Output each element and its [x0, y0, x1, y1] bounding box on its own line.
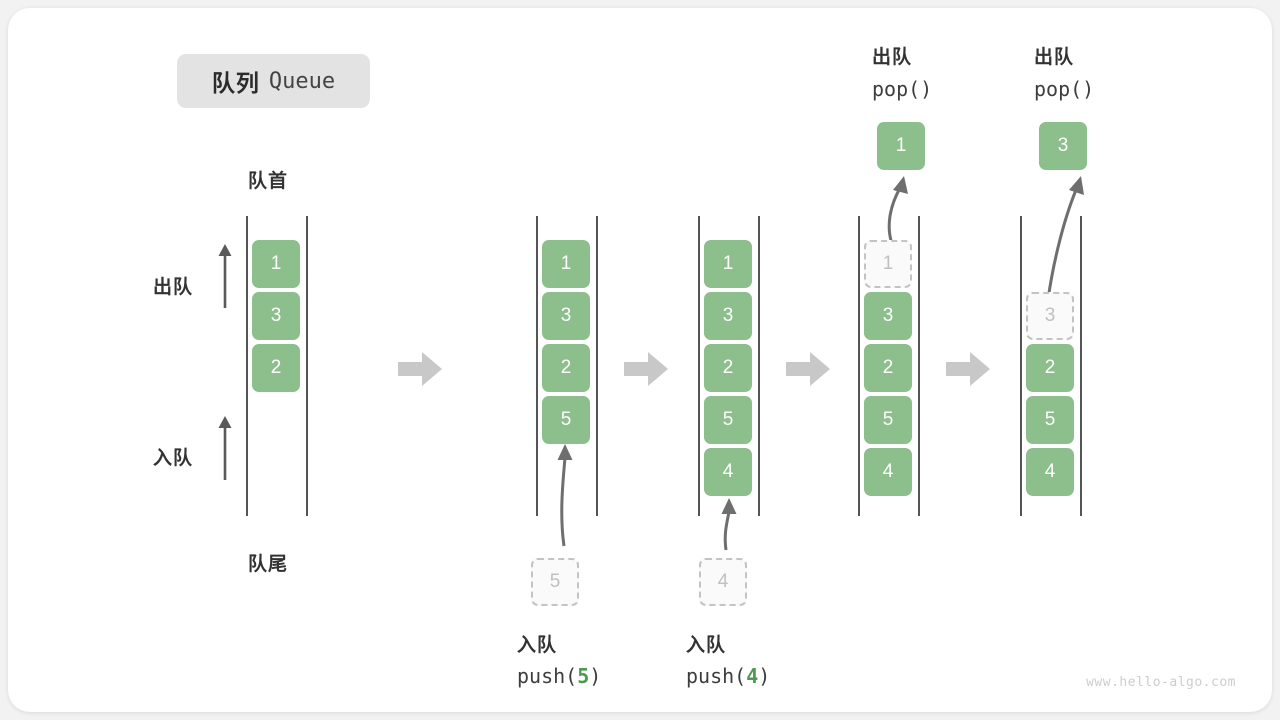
queue-element: 3 [704, 292, 752, 340]
step-arrow-icon [946, 352, 990, 386]
watermark: www.hello-algo.com [1086, 675, 1236, 690]
queue-element: 2 [864, 344, 912, 392]
queue-element: 2 [542, 344, 590, 392]
caption-push-5-cn: 入队 [517, 635, 558, 656]
label-enqueue: 入队 [153, 448, 194, 469]
rail-left [1020, 216, 1022, 516]
label-dequeue: 出队 [153, 277, 194, 298]
rail-right [306, 216, 308, 516]
step-arrow-icon [398, 352, 442, 386]
popped-element: 3 [1039, 122, 1087, 170]
step-arrow-icon [624, 352, 668, 386]
caption-push-4-cn: 入队 [686, 635, 727, 656]
popped-element: 1 [877, 122, 925, 170]
ghost-element: 1 [864, 240, 912, 288]
caption-push-4-code: push(4) [686, 664, 771, 688]
queue-element: 1 [704, 240, 752, 288]
caption-pop-3-cn: 出队 [1034, 47, 1075, 68]
queue-element: 5 [1026, 396, 1074, 444]
caption-pop-1-cn: 出队 [872, 47, 913, 68]
queue-element: 2 [704, 344, 752, 392]
queue-element: 1 [542, 240, 590, 288]
caption-push-5-value: 5 [577, 664, 590, 688]
ghost-element: 4 [699, 558, 747, 606]
figure-title-badge: 队列 Queue [177, 54, 370, 108]
ghost-element: 3 [1026, 292, 1074, 340]
label-queue-rear: 队尾 [248, 554, 289, 575]
queue-element: 4 [864, 448, 912, 496]
step-arrow-icon [786, 352, 830, 386]
rail-left [246, 216, 248, 516]
caption-pop-3-code: pop() [1034, 77, 1095, 101]
queue-element: 4 [1026, 448, 1074, 496]
queue-element-new: 5 [542, 396, 590, 444]
queue-element: 3 [864, 292, 912, 340]
enqueue-direction-arrow-icon [214, 414, 236, 480]
caption-push-5-code: push(5) [517, 664, 602, 688]
queue-element: 2 [252, 344, 300, 392]
rail-right [758, 216, 760, 516]
rail-right [596, 216, 598, 516]
rail-right [1080, 216, 1082, 516]
ghost-element: 5 [531, 558, 579, 606]
figure-title-cn: 队列 [211, 70, 260, 96]
push-arrow-icon [700, 494, 760, 552]
rail-left [698, 216, 700, 516]
rail-right [918, 216, 920, 516]
figure-title-en: Queue [268, 68, 336, 94]
queue-element: 5 [864, 396, 912, 444]
caption-push-4-value: 4 [746, 664, 759, 688]
push-arrow-icon [536, 438, 596, 548]
dequeue-direction-arrow-icon [214, 242, 236, 308]
rail-left [536, 216, 538, 516]
label-queue-front: 队首 [248, 171, 289, 192]
pop-arrow-icon [1024, 174, 1104, 302]
queue-element: 1 [252, 240, 300, 288]
caption-pop-1-code: pop() [872, 77, 933, 101]
queue-element-new: 4 [704, 448, 752, 496]
figure-card: 队列 Queue 队首 队尾 出队 入队 1 3 2 [8, 8, 1272, 712]
pop-arrow-icon [864, 174, 934, 246]
queue-element: 3 [252, 292, 300, 340]
rail-left [858, 216, 860, 516]
queue-element: 3 [542, 292, 590, 340]
queue-element: 2 [1026, 344, 1074, 392]
queue-element: 5 [704, 396, 752, 444]
